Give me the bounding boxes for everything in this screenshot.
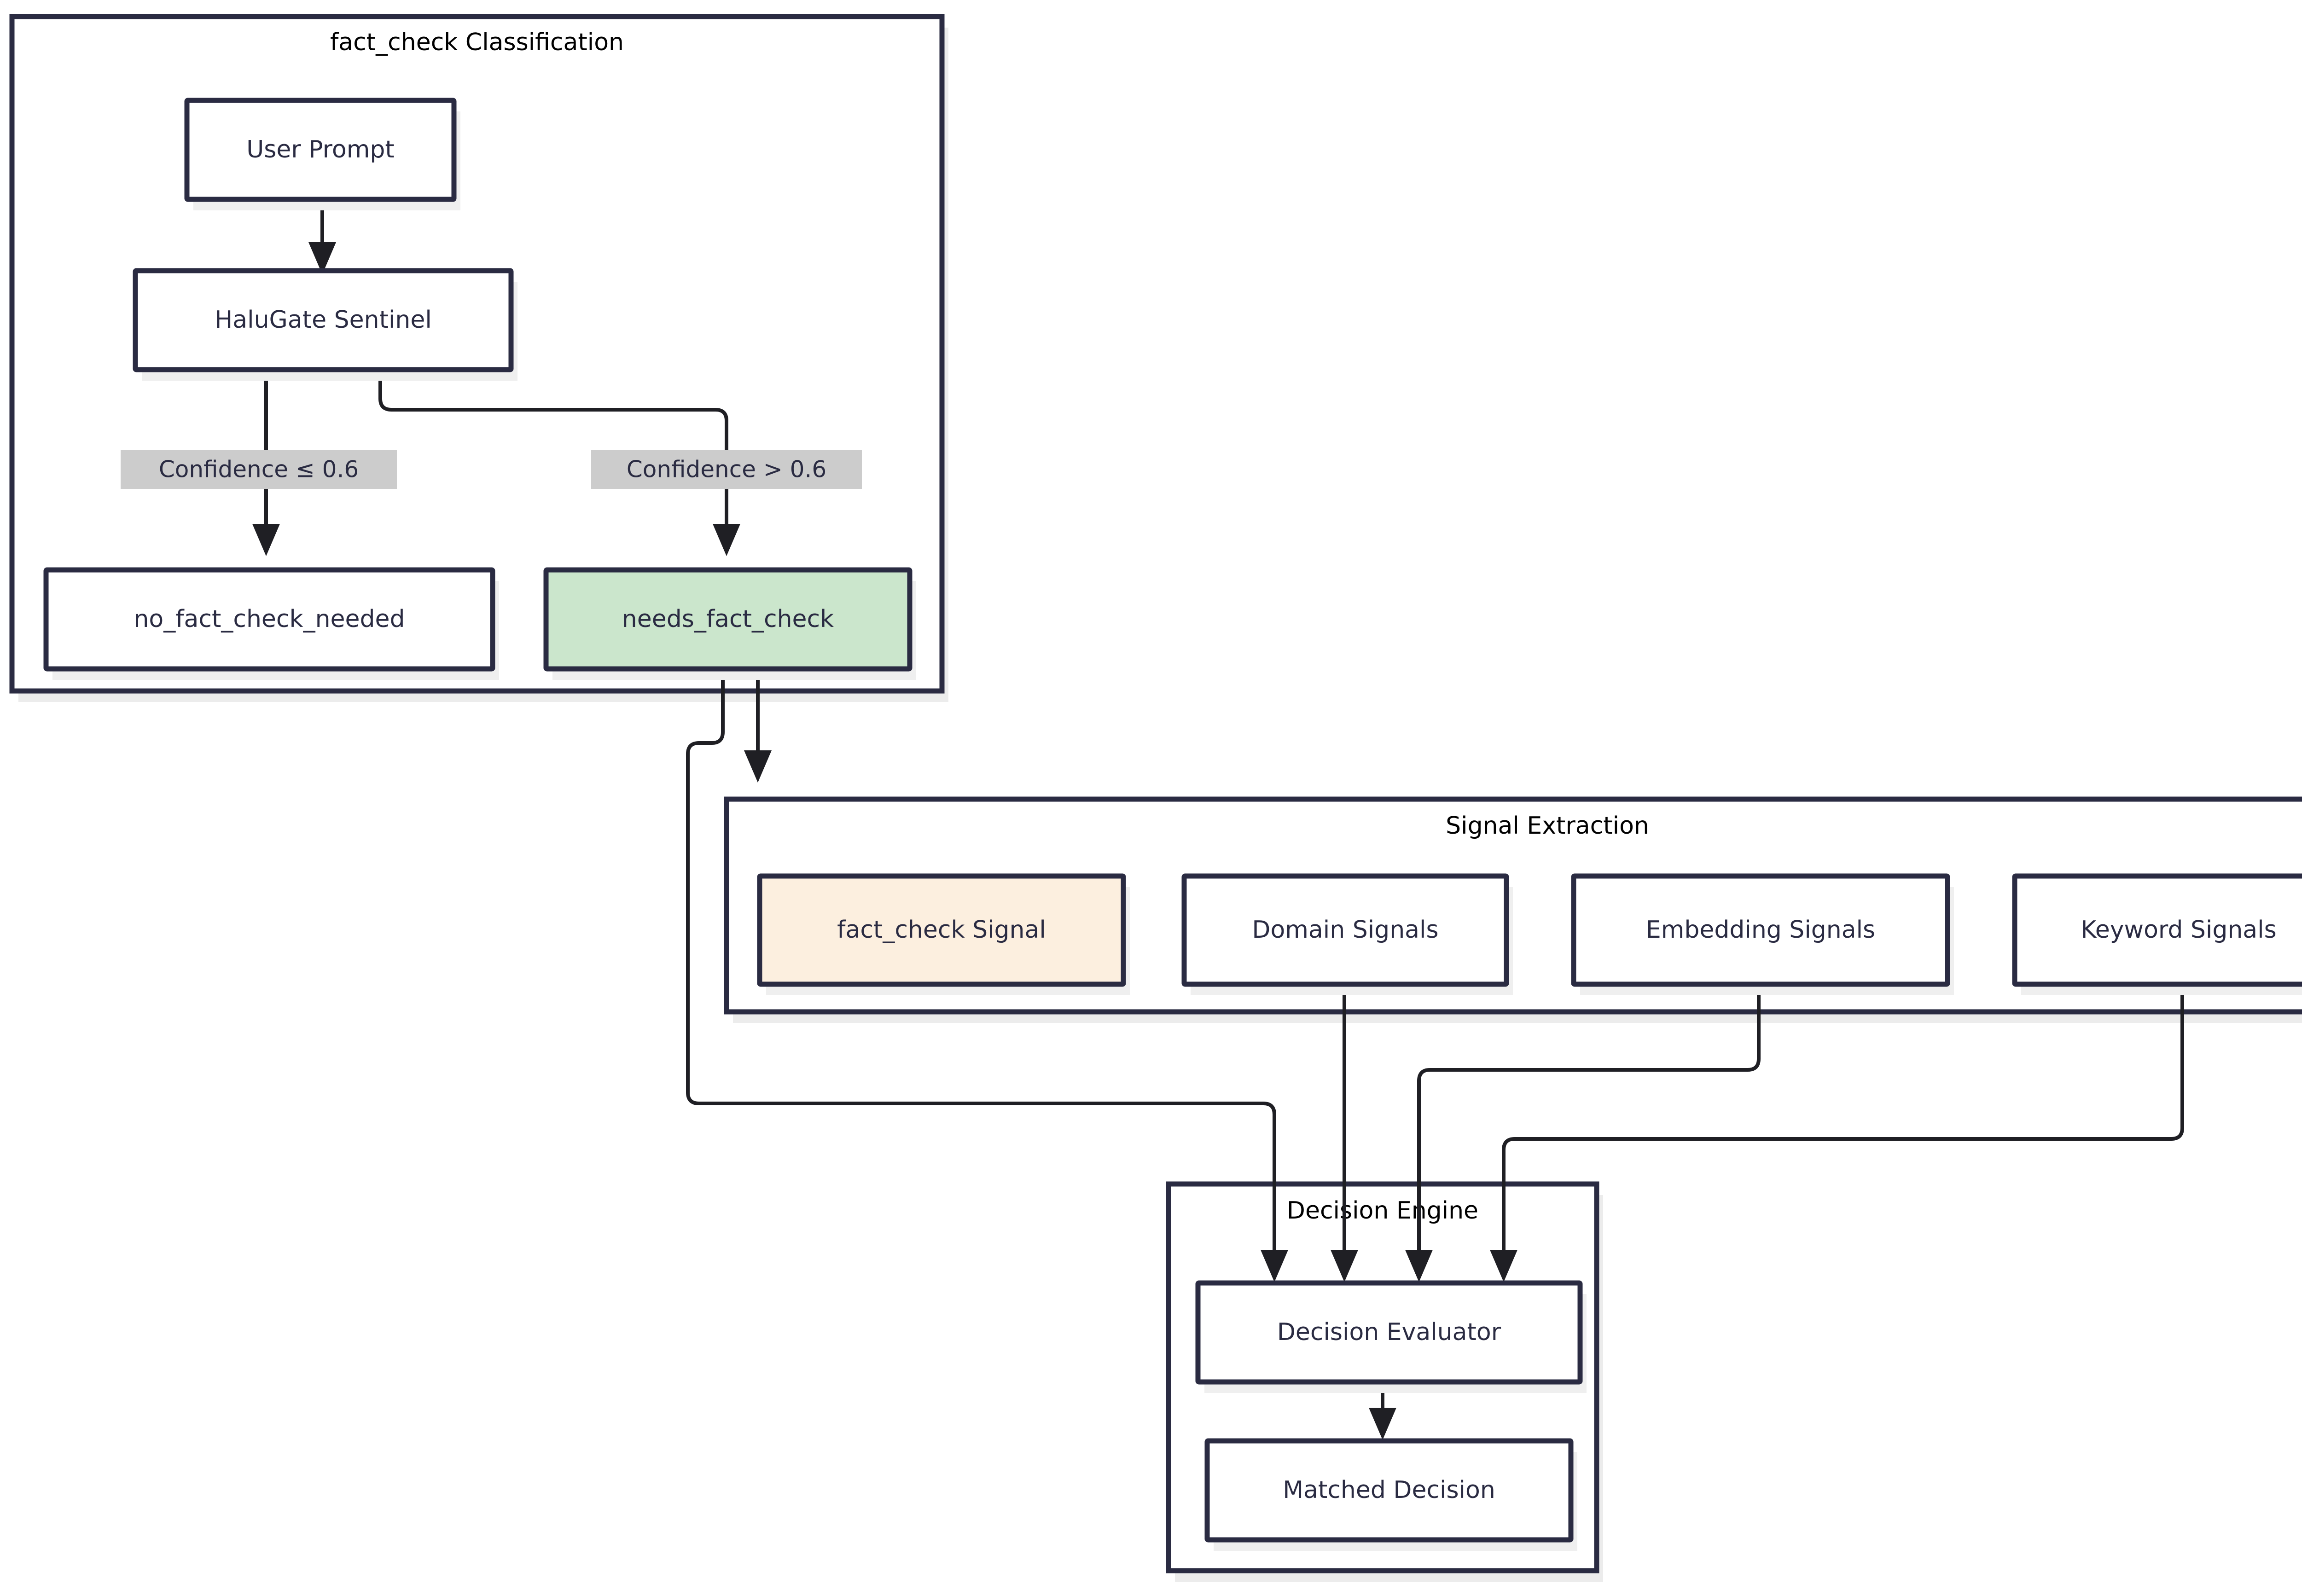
edge-arrow-e4 — [744, 750, 772, 783]
node-matched-decision[interactable]: Matched Decision — [1204, 1438, 1577, 1551]
edge-arrow-e7 — [1405, 1250, 1433, 1282]
edge-label-confidence-low-text: Confidence ≤ 0.6 — [159, 456, 359, 483]
node-no-fact-check-needed-label: no_fact_check_needed — [134, 605, 405, 633]
edge-halugate-to-needs-fact-check — [378, 378, 740, 556]
edge-arrow-e9 — [1369, 1408, 1396, 1440]
edge-arrow-e8 — [1490, 1250, 1517, 1282]
node-keyword-signals-box[interactable] — [2012, 873, 2302, 987]
edge-arrow-e2 — [252, 524, 280, 556]
node-domain-signals-label: Domain Signals — [1252, 916, 1438, 944]
node-decision-evaluator-label: Decision Evaluator — [1277, 1318, 1501, 1346]
node-needs-fact-check-label: needs_fact_check — [622, 605, 834, 633]
node-halugate-sentinel[interactable]: HaluGate Sentinel — [133, 268, 517, 381]
edge-path-e3 — [378, 378, 728, 538]
edge-path-e5 — [686, 672, 1276, 1264]
node-domain-signals[interactable]: Domain Signals — [1181, 873, 1513, 995]
edge-path-e7 — [1417, 993, 1761, 1264]
node-decision-evaluator-box[interactable] — [1195, 1280, 1583, 1385]
node-fact-check-signal-box[interactable] — [757, 873, 1126, 987]
edge-arrow-e3 — [713, 524, 740, 556]
node-no-fact-check-needed[interactable]: no_fact_check_needed — [43, 567, 499, 680]
edge-path-e8 — [1502, 993, 2184, 1264]
edge-label-confidence-low: Confidence ≤ 0.6 — [121, 450, 397, 489]
node-domain-signals-box[interactable] — [1181, 873, 1509, 987]
node-embedding-signals[interactable]: Embedding Signals — [1571, 873, 1954, 995]
edge-embedding-signals-to-decision-evaluator — [1405, 993, 1761, 1282]
edge-needs-fact-check-to-signal — [744, 672, 772, 783]
node-embedding-signals-box[interactable] — [1571, 873, 1950, 987]
node-decision-evaluator[interactable]: Decision Evaluator — [1195, 1280, 1587, 1393]
node-needs-fact-check[interactable]: needs_fact_check — [543, 567, 916, 680]
node-user-prompt[interactable]: User Prompt — [184, 98, 460, 210]
cluster-classification-title: fact_check Classification — [330, 29, 624, 56]
edge-label-confidence-low-bg — [121, 450, 397, 489]
edge-domain-signals-to-decision-evaluator — [1331, 993, 1358, 1282]
node-user-prompt-box[interactable] — [184, 98, 457, 202]
edge-label-confidence-high: Confidence > 0.6 — [591, 450, 862, 489]
node-keyword-signals[interactable]: Keyword Signals — [2012, 873, 2302, 995]
node-keyword-signals-label: Keyword Signals — [2081, 916, 2276, 944]
edge-keyword-signals-to-decision-evaluator — [1490, 993, 2184, 1282]
cluster-signal-extraction-title: Signal Extraction — [1446, 812, 1649, 840]
edge-arrow-e6 — [1331, 1250, 1358, 1282]
edge-arrow-e5 — [1261, 1250, 1288, 1282]
node-halugate-sentinel-box[interactable] — [133, 268, 514, 372]
node-user-prompt-label: User Prompt — [246, 136, 395, 163]
edge-label-confidence-high-bg — [591, 450, 862, 489]
edge-arrow-e1 — [308, 242, 336, 274]
edge-label-confidence-high-text: Confidence > 0.6 — [627, 456, 826, 483]
node-fact-check-signal[interactable]: fact_check Signal — [757, 873, 1130, 995]
node-fact-check-signal-label: fact_check Signal — [837, 916, 1046, 944]
node-needs-fact-check-box[interactable] — [543, 567, 913, 672]
node-no-fact-check-needed-box[interactable] — [43, 567, 495, 672]
node-matched-decision-box[interactable] — [1204, 1438, 1574, 1543]
cluster-decision-engine-title: Decision Engine — [1287, 1197, 1478, 1225]
node-halugate-sentinel-label: HaluGate Sentinel — [215, 306, 432, 334]
edge-needs-fact-check-to-decision-evaluator — [686, 672, 1288, 1282]
node-matched-decision-label: Matched Decision — [1283, 1476, 1495, 1504]
node-embedding-signals-label: Embedding Signals — [1646, 916, 1875, 944]
